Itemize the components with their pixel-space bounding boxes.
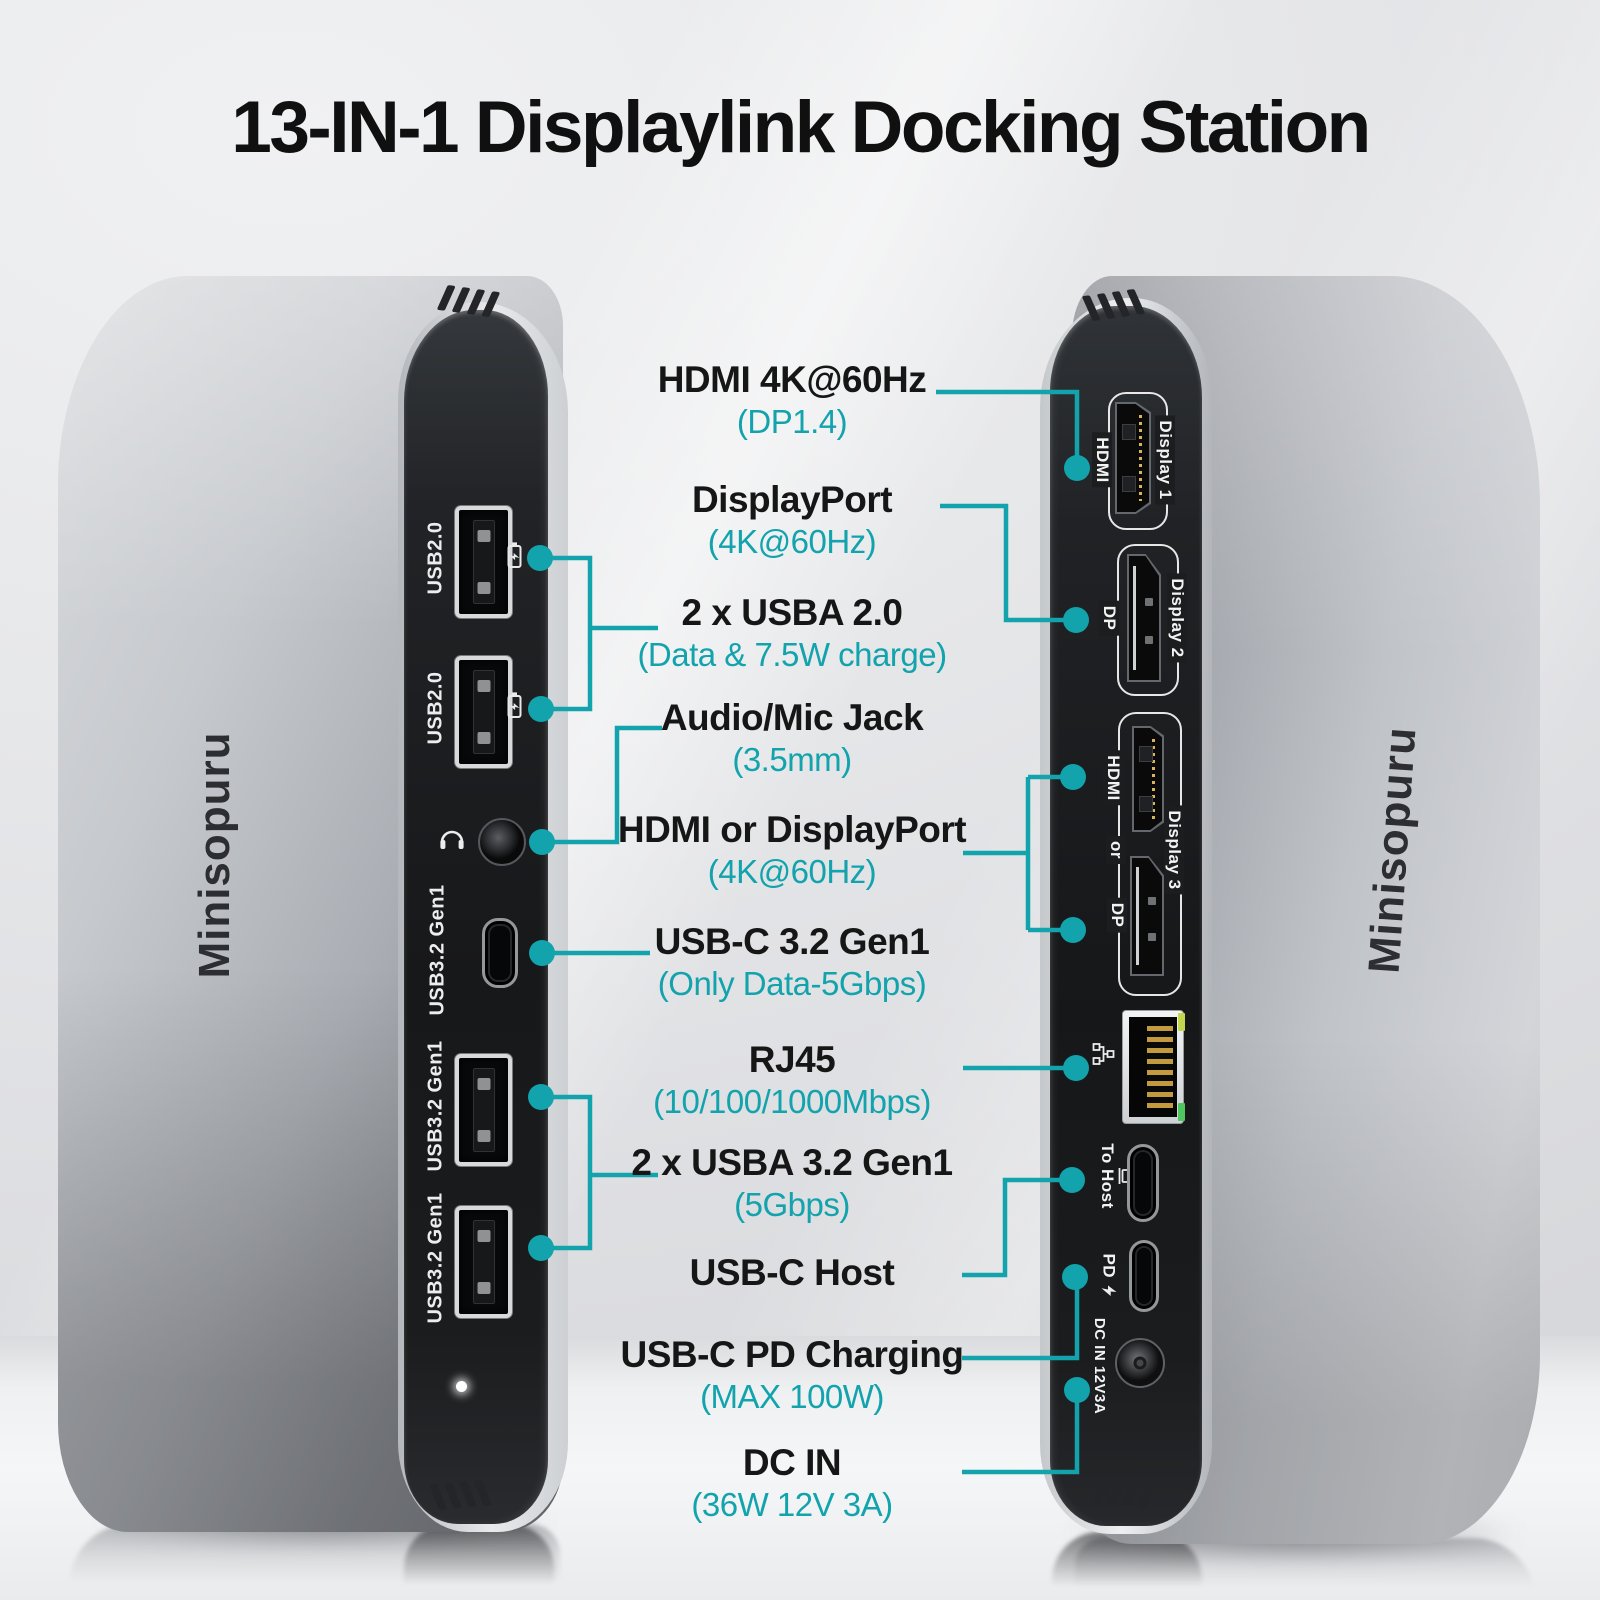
port-label-hdmi3: HDMI: [1103, 750, 1123, 806]
port-label-dc-in: DC IN 12V3A: [1091, 1317, 1108, 1415]
callout-usba20: 2 x USBA 2.0 (Data & 7.5W charge): [562, 591, 1022, 675]
port-label-dp2: DP: [1099, 600, 1119, 636]
callout-sub: (DP1.4): [736, 403, 848, 440]
battery-charge-icon: [507, 542, 528, 568]
vent-grille: [429, 1480, 492, 1511]
callout-label: HDMI or DisplayPort: [617, 809, 967, 850]
dp-port-display2: [1127, 554, 1161, 682]
usb-tongue: [472, 1220, 495, 1304]
brand-logo-left: Minisopuru: [190, 731, 239, 979]
usb-a-2-0-port-2: [455, 656, 512, 768]
callout-usbc-gen1: USB-C 3.2 Gen1 (Only Data-5Gbps): [562, 920, 1022, 1004]
hdmi-port-display3: [1132, 726, 1164, 832]
audio-jack-port: [478, 818, 526, 866]
headphones-icon: [437, 823, 467, 858]
callout-audio-jack: Audio/Mic Jack (3.5mm): [562, 696, 1022, 780]
callout-label: USB-C Host: [689, 1252, 895, 1293]
dock-left-port-panel: USB2.0 USB2.0 USB3.2 Gen1 USB3.2 Gen1 US…: [404, 310, 548, 1524]
port-label-usb3-top: USB3.2 Gen1: [424, 1040, 447, 1172]
port-label-usb2-top: USB2.0: [424, 521, 447, 595]
callout-hdmi-4k: HDMI 4K@60Hz (DP1.4): [562, 358, 1022, 442]
callout-sub: (5Gbps): [734, 1186, 850, 1223]
callout-sub: (36W 12V 3A): [691, 1486, 893, 1523]
lightning-icon: [1101, 1285, 1117, 1297]
callout-sub: (Data & 7.5W charge): [637, 636, 947, 673]
callout-label: RJ45: [748, 1039, 836, 1080]
callout-usbc-host: USB-C Host: [562, 1251, 1022, 1295]
usb-a-3-2-port-1: [455, 1054, 512, 1166]
vent-grille: [1093, 1477, 1156, 1509]
dp-port-display3: [1130, 856, 1164, 976]
pd-label-group: PD: [1099, 1253, 1119, 1297]
usb-tongue: [472, 1068, 495, 1152]
usb-c-3-2-port: [482, 918, 518, 988]
callout-displayport: DisplayPort (4K@60Hz): [562, 478, 1022, 562]
dock-right-port-panel: HDMI Display 1 DP Display 2 HDMI or DP D…: [1050, 306, 1202, 1526]
usb-a-2-0-port-1: [455, 506, 512, 618]
hdmi-port-display1: [1115, 402, 1151, 514]
callout-hdmi-or-dp: HDMI or DisplayPort (4K@60Hz): [562, 808, 1022, 892]
port-label-display2: Display 2: [1167, 573, 1187, 663]
callout-label: Audio/Mic Jack: [660, 697, 924, 738]
dc-in-port: [1115, 1338, 1165, 1388]
usb-a-3-2-port-2: [455, 1206, 512, 1318]
port-label-usb2-bottom: USB2.0: [424, 671, 447, 745]
usb-tongue: [472, 520, 495, 604]
callout-sub: (3.5mm): [732, 741, 852, 778]
callout-usba32: 2 x USBA 3.2 Gen1 (5Gbps): [562, 1141, 1022, 1225]
usb-c-host-port: [1127, 1144, 1159, 1222]
callout-label: USB-C PD Charging: [620, 1334, 965, 1375]
port-label-hdmi1: HDMI: [1092, 432, 1112, 488]
callout-usbc-pd: USB-C PD Charging (MAX 100W): [562, 1333, 1022, 1417]
callout-label: 2 x USBA 3.2 Gen1: [631, 1142, 953, 1183]
port-label-usbc: USB3.2 Gen1: [426, 884, 449, 1016]
callout-sub: (4K@60Hz): [707, 523, 877, 560]
port-label-dp3: DP: [1107, 897, 1127, 933]
callout-label: 2 x USBA 2.0: [681, 592, 903, 633]
port-label-display1: Display 1: [1155, 415, 1175, 505]
ethernet-icon: [1087, 1042, 1116, 1066]
callout-dc-in: DC IN (36W 12V 3A): [562, 1441, 1022, 1525]
reflection-left-panel: [404, 1524, 554, 1600]
usb-c-pd-port: [1129, 1240, 1159, 1312]
rj45-port: [1122, 1010, 1185, 1124]
callout-label: HDMI 4K@60Hz: [657, 359, 927, 400]
callout-sub: (MAX 100W): [700, 1378, 884, 1415]
callout-sub: (4K@60Hz): [707, 853, 877, 890]
port-label-usb3-bottom: USB3.2 Gen1: [424, 1192, 447, 1324]
power-led: [456, 1381, 467, 1392]
callout-label: DisplayPort: [691, 479, 893, 520]
callout-sub: (10/100/1000Mbps): [653, 1083, 931, 1120]
callout-label: DC IN: [742, 1442, 842, 1483]
page-title: 13-IN-1 Displaylink Docking Station: [231, 87, 1371, 168]
port-label-or: or: [1106, 836, 1126, 864]
port-label-display3: Display 3: [1164, 805, 1184, 895]
callout-label: USB-C 3.2 Gen1: [654, 921, 930, 962]
callout-sub: (Only Data-5Gbps): [657, 965, 927, 1002]
battery-charge-icon: [507, 692, 528, 718]
callout-rj45: RJ45 (10/100/1000Mbps): [562, 1038, 1022, 1122]
port-label-pd: PD: [1099, 1253, 1119, 1279]
usb-tongue: [472, 670, 495, 754]
